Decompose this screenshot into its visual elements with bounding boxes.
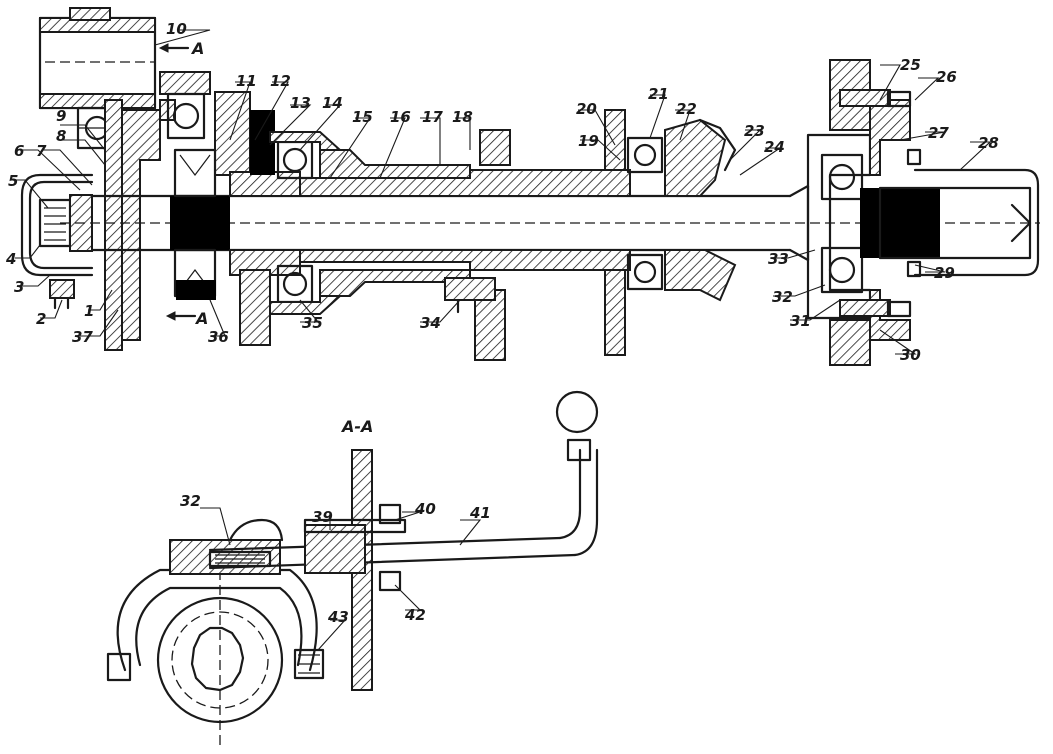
callout-5: 5: [8, 172, 18, 190]
section-title: А-А: [340, 417, 373, 436]
section-a-a-view: А-А: [106, 390, 599, 745]
callout-10: 10: [166, 20, 187, 38]
cut-mark-top: А: [190, 39, 204, 58]
callout-40: 40: [414, 500, 436, 518]
callout-29: 29: [934, 264, 955, 282]
callout-37: 37: [72, 328, 93, 346]
callout-34: 34: [420, 314, 441, 332]
callout-32-section: 32: [180, 492, 201, 510]
callout-17: 17: [422, 108, 443, 126]
callout-14: 14: [322, 94, 343, 112]
callout-22: 22: [676, 100, 697, 118]
right-flange: [788, 59, 1040, 366]
callout-26: 26: [936, 68, 957, 86]
callout-30: 30: [900, 346, 921, 364]
front-cap: [20, 173, 94, 277]
callout-33: 33: [768, 250, 789, 268]
leader-lines: [15, 29, 992, 355]
bolt-2: [49, 279, 75, 310]
callout-43: 43: [327, 608, 349, 626]
callout-12: 12: [270, 72, 291, 90]
callout-15: 15: [352, 108, 373, 126]
callout-42: 42: [404, 606, 426, 624]
callout-32: 32: [772, 288, 793, 306]
callout-20: 20: [576, 100, 597, 118]
callout-25: 25: [900, 56, 921, 74]
callout-4: 4: [5, 250, 16, 268]
input-shaft-top: [38, 7, 157, 110]
callout-labels: 10 9 8 7 6 5 4 3 2 1 37 11 12 13 14 15 1…: [5, 20, 999, 364]
callout-41: 41: [469, 504, 491, 522]
callout-35: 35: [302, 314, 323, 332]
callout-28: 28: [978, 134, 999, 152]
callout-19: 19: [578, 132, 599, 150]
release-fork: [106, 518, 325, 745]
callout-8: 8: [56, 127, 66, 145]
callout-24: 24: [764, 138, 785, 156]
callout-31: 31: [790, 312, 811, 330]
callout-16: 16: [390, 108, 411, 126]
lever-shaft-41: [208, 390, 599, 592]
callout-11: 11: [236, 72, 257, 90]
callout-7: 7: [36, 142, 47, 160]
section-leaders: [200, 507, 482, 651]
callout-3: 3: [14, 278, 24, 296]
main-section-view: А А: [5, 7, 1040, 366]
cut-mark-bottom: А: [194, 309, 208, 328]
left-housing: [104, 71, 211, 351]
mid-bracket: [444, 129, 511, 361]
callout-1: 1: [84, 302, 94, 320]
bearing-21: [604, 109, 737, 356]
callout-21: 21: [648, 85, 669, 103]
section-callout-labels: 32 39 40 41 42 43: [180, 492, 491, 626]
bearing-14: [269, 131, 343, 315]
callout-13: 13: [290, 94, 311, 112]
section-cut-marks: А А: [158, 39, 208, 328]
callout-6: 6: [14, 142, 24, 160]
callout-23: 23: [744, 122, 765, 140]
callout-18: 18: [452, 108, 473, 126]
callout-39: 39: [312, 508, 333, 526]
callout-2: 2: [36, 310, 46, 328]
callout-9: 9: [56, 107, 66, 125]
sleeve-16-17: [299, 149, 631, 297]
callout-27: 27: [928, 124, 949, 142]
callout-36: 36: [208, 328, 229, 346]
